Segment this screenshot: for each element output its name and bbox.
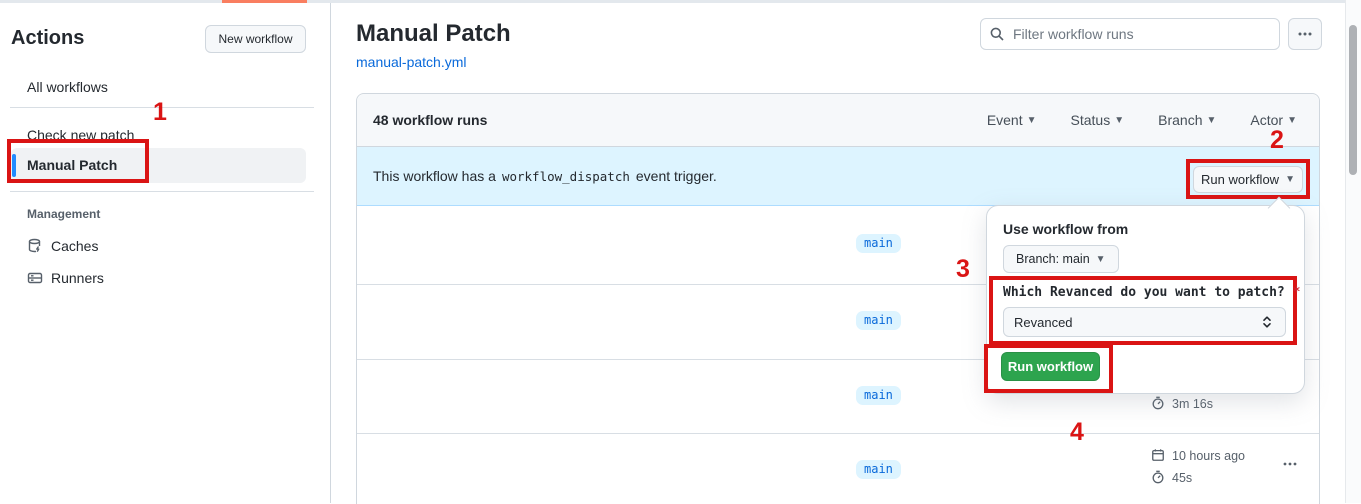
run-options-button[interactable]	[1282, 456, 1298, 477]
runs-list-header: 48 workflow runs Event▼ Status▼ Branch▼ …	[357, 94, 1319, 147]
search-icon	[989, 26, 1005, 42]
sidebar-item-caches[interactable]: Caches	[27, 238, 98, 254]
revanced-select[interactable]: Revanced	[1003, 307, 1286, 337]
banner-text: This workflow has a	[373, 168, 496, 184]
runs-filters: Event▼ Status▼ Branch▼ Actor▼	[987, 112, 1303, 128]
caret-down-icon: ▼	[1206, 114, 1217, 126]
annotation-box-step1	[7, 139, 149, 183]
chevron-up-down-icon	[1259, 314, 1275, 330]
management-heading: Management	[27, 207, 101, 221]
workflow-runs-count: 48 workflow runs	[373, 112, 488, 128]
stopwatch-icon	[1151, 396, 1167, 412]
annotation-box-step3	[989, 276, 1297, 345]
workflow-run-row[interactable]: main 3m 16s	[357, 359, 1319, 433]
search-input[interactable]	[1013, 26, 1271, 42]
filter-workflow-runs-search[interactable]	[980, 18, 1280, 50]
stopwatch-icon	[1151, 470, 1167, 486]
run-workflow-dropdown-button[interactable]: Run workflow ▼	[1193, 166, 1303, 193]
cache-database-icon	[27, 238, 43, 254]
actor-filter-dropdown[interactable]: Actor▼	[1250, 112, 1297, 128]
run-workflow-submit-button[interactable]: Run workflow	[1001, 352, 1100, 381]
run-duration: 45s	[1151, 470, 1192, 486]
scrollbar-thumb[interactable]	[1349, 25, 1357, 175]
workflow-run-row[interactable]: main	[357, 206, 1319, 284]
new-workflow-button[interactable]: New workflow	[205, 25, 306, 53]
workflow-file-link[interactable]: manual-patch.yml	[356, 54, 467, 70]
banner-text: event trigger.	[635, 168, 717, 184]
sidebar-item-runners-label: Runners	[51, 270, 104, 286]
annotation-number-3: 3	[956, 255, 970, 283]
sidebar-item-runners[interactable]: Runners	[27, 270, 104, 286]
run-time: 10 hours ago	[1151, 448, 1245, 464]
annotation-number-4: 4	[1070, 418, 1084, 446]
banner-code: workflow_dispatch	[501, 168, 630, 184]
runners-icon	[27, 270, 43, 286]
status-filter-dropdown[interactable]: Status▼	[1070, 112, 1125, 128]
sidebar-divider	[10, 191, 314, 192]
top-orange-accent	[222, 0, 307, 3]
workflow-input-label: Which Revanced do you want to patch? *	[1003, 285, 1301, 300]
sidebar-title: Actions	[11, 27, 85, 49]
workflow-runs-panel: 48 workflow runs Event▼ Status▼ Branch▼ …	[356, 93, 1320, 504]
run-duration: 3m 16s	[1151, 396, 1213, 412]
top-edge-strip	[0, 0, 1361, 3]
actions-sidebar: Actions New workflow All workflows Check…	[0, 3, 331, 503]
selected-accent-bar	[12, 154, 16, 177]
caret-down-icon: ▼	[1026, 114, 1037, 126]
sidebar-item-manual-patch[interactable]	[11, 148, 306, 183]
branch-filter-dropdown[interactable]: Branch▼	[1158, 112, 1217, 128]
workflow-run-row[interactable]: main 10 hours ago 45s	[357, 433, 1319, 504]
workflow-run-row[interactable]: main	[357, 284, 1319, 359]
event-filter-dropdown[interactable]: Event▼	[986, 112, 1037, 128]
sidebar-item-caches-label: Caches	[51, 238, 99, 254]
branch-badge[interactable]: main	[856, 234, 901, 253]
required-marker: *	[1292, 285, 1301, 300]
workflow-dispatch-banner: This workflow has a workflow_dispatch ev…	[357, 147, 1319, 206]
caret-down-icon: ▼	[1114, 114, 1125, 126]
dialog-heading: Use workflow from	[1003, 221, 1129, 237]
sidebar-item-manual-patch-label: Manual Patch	[27, 157, 118, 173]
kebab-icon	[1297, 26, 1313, 42]
more-options-button[interactable]	[1288, 18, 1322, 50]
sidebar-divider	[10, 107, 314, 108]
annotation-box-step2	[1186, 159, 1310, 199]
calendar-icon	[1151, 448, 1167, 464]
sidebar-item-all-workflows[interactable]: All workflows	[27, 79, 108, 95]
branch-selector-button[interactable]: Branch: main ▼	[1003, 245, 1119, 273]
annotation-number-1: 1	[153, 98, 167, 126]
branch-badge[interactable]: main	[856, 460, 901, 479]
caret-down-icon: ▼	[1095, 253, 1106, 265]
caret-down-icon: ▼	[1287, 114, 1297, 126]
branch-badge[interactable]: main	[856, 386, 901, 405]
branch-badge[interactable]: main	[856, 311, 901, 330]
page-title: Manual Patch	[356, 20, 511, 47]
caret-down-icon: ▼	[1285, 174, 1295, 185]
annotation-box-step4	[984, 344, 1113, 393]
annotation-number-2: 2	[1270, 126, 1284, 154]
